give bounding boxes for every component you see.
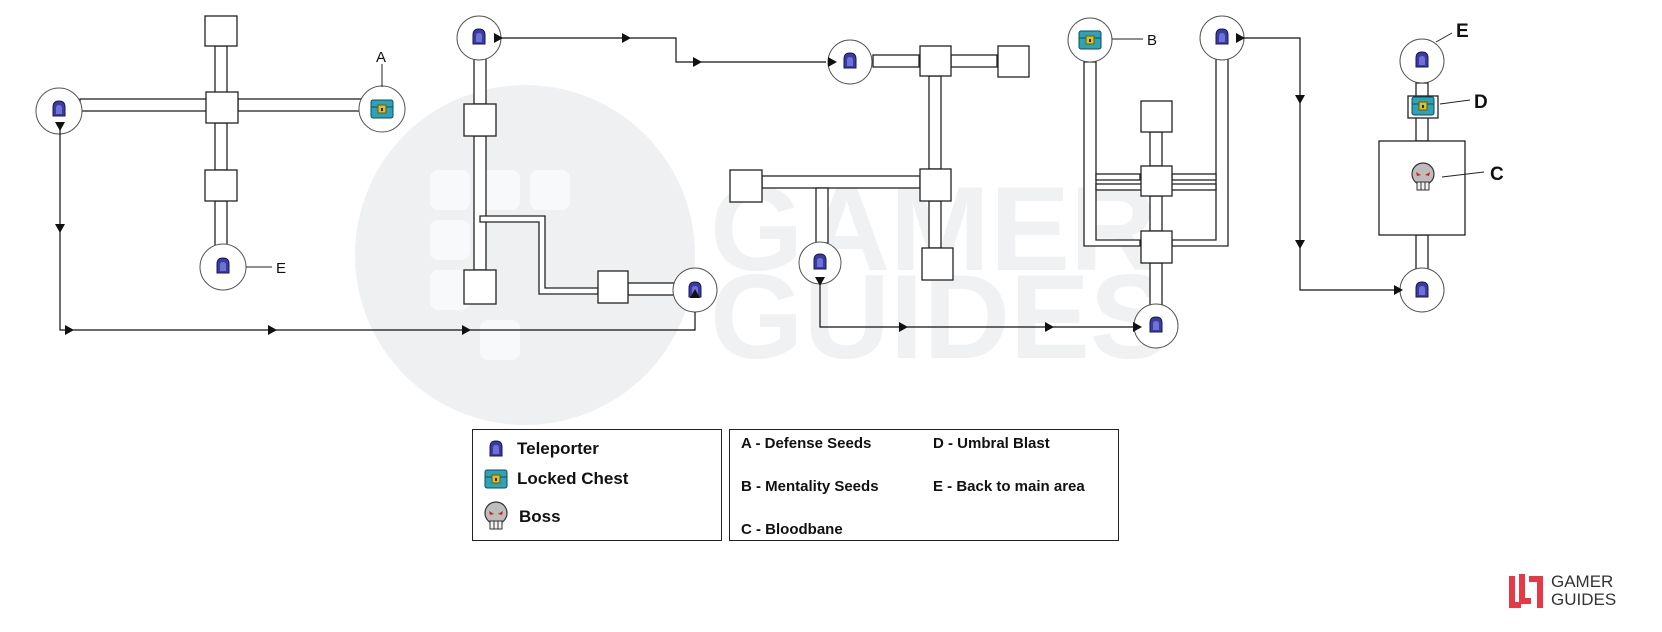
legend-label: Locked Chest [517,469,629,488]
legend-locked-chest: Locked Chest [483,468,628,490]
section-three [729,39,1030,285]
brand-line-2: GUIDES [1551,590,1617,609]
key-a: A - Defense Seeds [741,435,872,452]
boss-skull-icon [484,501,508,530]
locked-chest-icon [484,469,508,489]
key-e: E - Back to main area [933,478,1085,495]
label-b: B [1147,32,1157,49]
section-four: B [1067,15,1245,349]
legend-label: Boss [519,507,561,526]
locked-chest-icon [1411,96,1435,116]
label-e-last: E [1456,21,1469,42]
label-e-first: E [276,260,286,277]
teleporter-icon [1415,51,1429,68]
brand-line-1: GAMER [1551,572,1614,591]
legend-label: Teleporter [517,439,599,458]
label-d: D [1474,92,1488,113]
teleporter-icon [1149,316,1163,333]
locked-chest-icon [370,99,394,119]
teleporter-icon [472,28,486,45]
teleporter-icon [1415,281,1429,298]
gamer-guides-logo[interactable]: GAMER GUIDES [1507,572,1616,610]
label-c: C [1490,164,1504,185]
teleporter-icon [813,253,827,270]
key-c: C - Bloodbane [741,521,843,538]
key-b: B - Mentality Seeds [741,478,879,495]
section-boss: E D C [1378,21,1504,313]
legend-boss: Boss [481,500,561,534]
routes [55,33,1403,335]
key-d: D - Umbral Blast [933,435,1050,452]
teleporter-icon [489,440,503,457]
gamer-guides-logo-icon [1509,574,1543,608]
teleporter-icon [843,52,857,69]
section-cross: A E [35,15,406,291]
legend-teleporter: Teleporter [485,438,599,460]
label-a: A [376,49,386,66]
legend-icons-panel: Teleporter Locked Chest Boss [472,429,722,541]
teleporter-icon [1215,28,1229,45]
legend-keys-panel: A - Defense Seeds B - Mentality Seeds C … [729,429,1119,541]
locked-chest-icon [1078,30,1102,50]
teleporter-icon [52,100,66,117]
teleporter-icon [216,257,230,274]
